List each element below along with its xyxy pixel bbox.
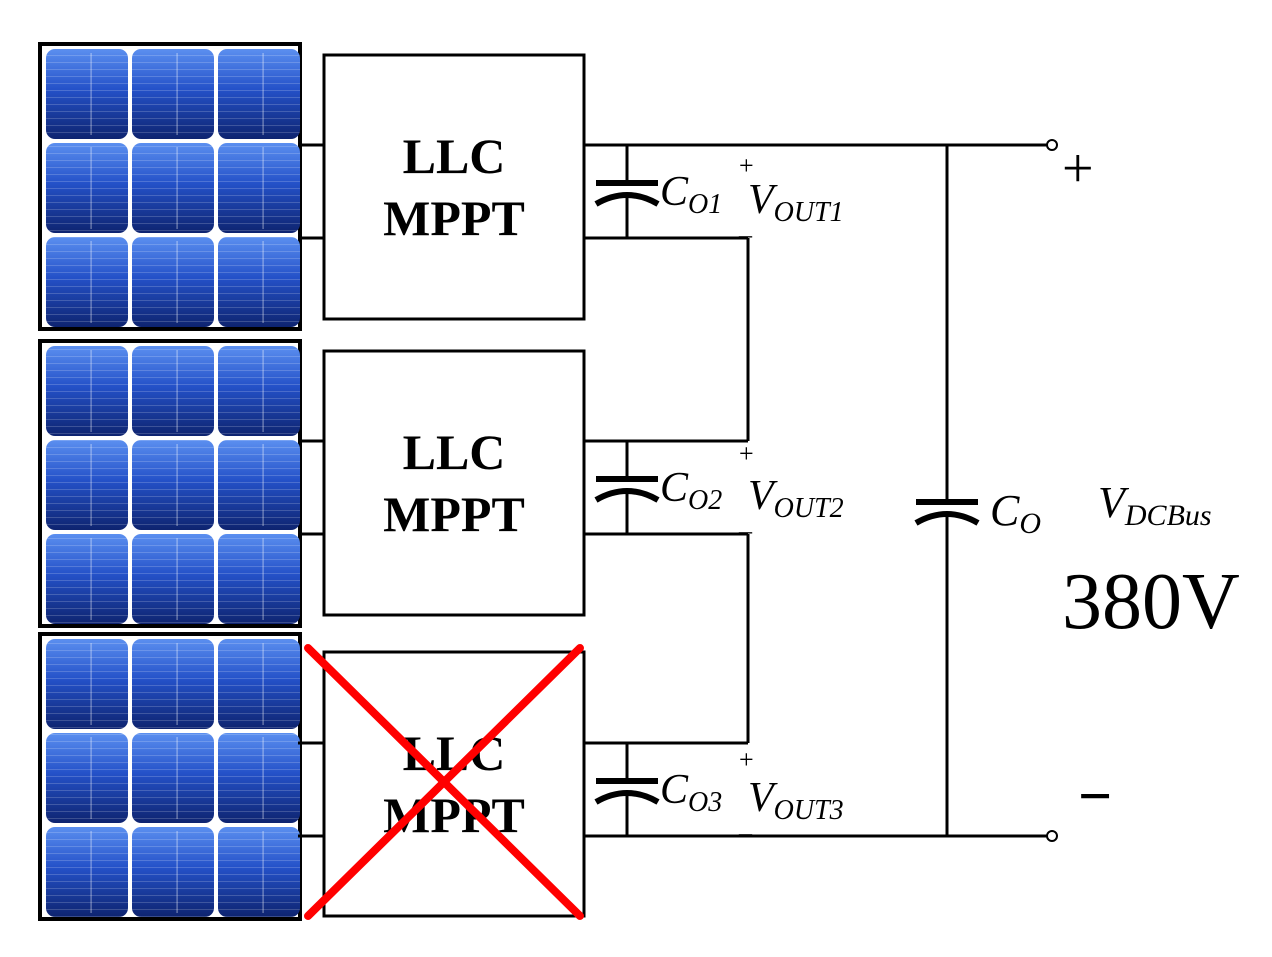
cap-label-co: CO bbox=[990, 486, 1041, 540]
cap-label-co2: CO2 bbox=[660, 465, 722, 516]
capacitor-co2 bbox=[594, 441, 660, 534]
solar-cell-lines bbox=[46, 143, 128, 233]
failure-cross-icon bbox=[304, 644, 584, 920]
solar-cell-lines bbox=[218, 237, 300, 327]
plus-terminal bbox=[1046, 139, 1058, 151]
plus-terminal-sign: + bbox=[1062, 138, 1094, 200]
plus-sign-2: + bbox=[739, 439, 754, 468]
solar-panel-2 bbox=[38, 339, 302, 628]
solar-cell-lines bbox=[132, 534, 214, 624]
solar-cell-lines bbox=[132, 440, 214, 530]
solar-cell-lines bbox=[46, 346, 128, 436]
output-terminals: + − bbox=[1046, 138, 1112, 842]
label-group-1: CO1 + _ VOUT1 bbox=[660, 151, 844, 240]
solar-cell-lines bbox=[46, 440, 128, 530]
solar-cell-lines bbox=[132, 346, 214, 436]
capacitor-co1 bbox=[594, 145, 660, 238]
solar-cell-lines bbox=[46, 237, 128, 327]
converter-box-1: LLC MPPT bbox=[322, 53, 586, 321]
solar-cell-lines bbox=[218, 733, 300, 823]
solar-cell-lines bbox=[132, 237, 214, 327]
solar-cell-lines bbox=[218, 440, 300, 530]
solar-panel-1 bbox=[38, 42, 302, 331]
solar-cell-lines bbox=[46, 827, 128, 917]
plus-sign-1: + bbox=[739, 151, 754, 180]
solar-cell-lines bbox=[132, 827, 214, 917]
minus-terminal-sign: − bbox=[1078, 763, 1112, 829]
solar-cell-lines bbox=[218, 534, 300, 624]
dc-bus-voltage-value: 380V bbox=[1062, 558, 1240, 646]
solar-cell-lines bbox=[218, 49, 300, 139]
converter-1-line2: MPPT bbox=[383, 190, 525, 246]
vout-label-2: VOUT2 bbox=[748, 473, 844, 524]
solar-cell-lines bbox=[132, 733, 214, 823]
solar-cell-lines bbox=[46, 639, 128, 729]
label-group-3: CO3 + _ VOUT3 bbox=[660, 745, 844, 838]
solar-cell-lines bbox=[218, 346, 300, 436]
capacitor-co3 bbox=[594, 743, 660, 836]
cap-label-co1: CO1 bbox=[660, 169, 722, 220]
solar-cell-lines bbox=[218, 639, 300, 729]
converter-1-line1: LLC bbox=[403, 128, 506, 184]
converter-2-line2: MPPT bbox=[383, 486, 525, 542]
vout-label-3: VOUT3 bbox=[748, 775, 844, 826]
vout-label-1: VOUT1 bbox=[748, 177, 844, 228]
solar-cell-lines bbox=[218, 143, 300, 233]
label-group-2: CO2 + _ VOUT2 bbox=[660, 439, 844, 536]
solar-cell-lines bbox=[132, 143, 214, 233]
solar-cell-lines bbox=[46, 49, 128, 139]
converter-2-line1: LLC bbox=[403, 424, 506, 480]
solar-cell-lines bbox=[218, 827, 300, 917]
plus-sign-3: + bbox=[739, 745, 754, 774]
solar-cell-lines bbox=[46, 534, 128, 624]
minus-sign-3: _ bbox=[738, 809, 753, 838]
solar-cell-lines bbox=[46, 733, 128, 823]
minus-terminal bbox=[1046, 830, 1058, 842]
dc-bus-voltage-label: VDCBus bbox=[1098, 478, 1212, 532]
converter-box-2: LLC MPPT bbox=[322, 349, 586, 617]
minus-sign-2: _ bbox=[738, 507, 753, 536]
cap-label-co3: CO3 bbox=[660, 767, 722, 818]
solar-cell-lines bbox=[132, 639, 214, 729]
solar-cell-lines bbox=[132, 49, 214, 139]
output-wiring bbox=[584, 143, 1047, 838]
converter-box-3: LLC MPPT bbox=[322, 650, 586, 918]
capacitor-co: CO bbox=[914, 145, 1041, 836]
solar-panel-3 bbox=[38, 632, 302, 921]
panel-wiring bbox=[298, 143, 326, 838]
minus-sign-1: _ bbox=[738, 211, 753, 240]
